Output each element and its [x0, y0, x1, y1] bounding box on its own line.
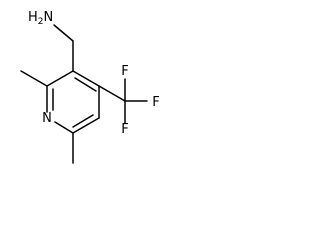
chemical-structure: H2N N F F F: [20, 10, 160, 164]
bond-c2-c3: [46, 70, 74, 87]
bond-c4-cf3: [98, 85, 126, 102]
bond-c5-c6-inner: [72, 114, 94, 128]
bond-ch2-n: [53, 24, 74, 42]
amine-h-label: H: [28, 10, 38, 25]
bond-c3-c4-double: [72, 70, 100, 87]
fluorine-top-label: F: [121, 64, 128, 79]
ring-nitrogen-label: N: [42, 111, 52, 126]
amine-n-label: N: [44, 10, 54, 25]
amine-group-label: H2N: [28, 10, 53, 27]
bond-c6-n1: [54, 121, 74, 134]
bond-c3-c4-inner: [74, 77, 97, 92]
bond-c5-c6-double: [72, 117, 100, 134]
fluorine-bottom-label: F: [121, 122, 128, 137]
fluorine-right-label: F: [152, 95, 159, 110]
amine-h-count-label: 2: [38, 17, 44, 27]
bond-c2-methyl: [20, 70, 48, 87]
